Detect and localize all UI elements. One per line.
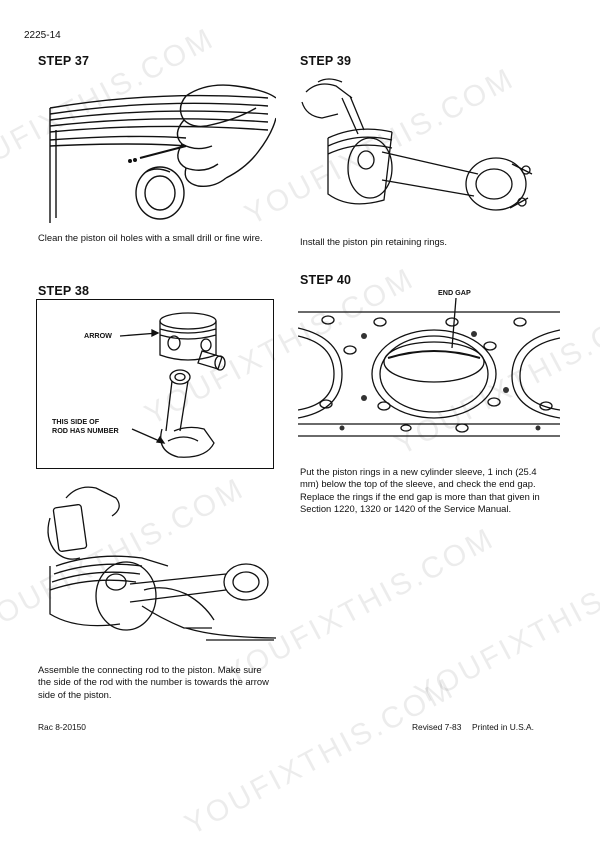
step38-illustration (119, 312, 226, 458)
step38-title: STEP 38 (38, 284, 90, 298)
printed-location: Printed in U.S.A. (472, 722, 534, 732)
arrow-label: ARROW (84, 331, 112, 340)
step40-title: STEP 40 (300, 273, 352, 287)
revised-date: Revised 7-83 (412, 722, 462, 732)
step39-illustration (301, 78, 533, 211)
rod-side-label-line2: ROD HAS NUMBER (52, 426, 119, 435)
step40-illustration (298, 298, 560, 437)
step38-caption: Assemble the connecting rod to the pisto… (38, 664, 269, 700)
step39-caption: Install the piston pin retaining rings. (300, 236, 447, 247)
step37-caption: Clean the piston oil holes with a small … (38, 232, 263, 243)
rod-side-label-line1: THIS SIDE OF (52, 417, 100, 426)
step39-title: STEP 39 (300, 54, 352, 68)
step37-illustration (49, 84, 276, 223)
end-gap-label: END GAP (438, 288, 471, 297)
step38-assembly-illustration (47, 486, 276, 641)
page-number: 2225-14 (24, 30, 61, 41)
step38-frame (36, 299, 274, 469)
step37-title: STEP 37 (38, 54, 90, 68)
doc-number: Rac 8-20150 (38, 722, 86, 732)
step40-caption: Put the piston rings in a new cylinder s… (300, 466, 540, 514)
